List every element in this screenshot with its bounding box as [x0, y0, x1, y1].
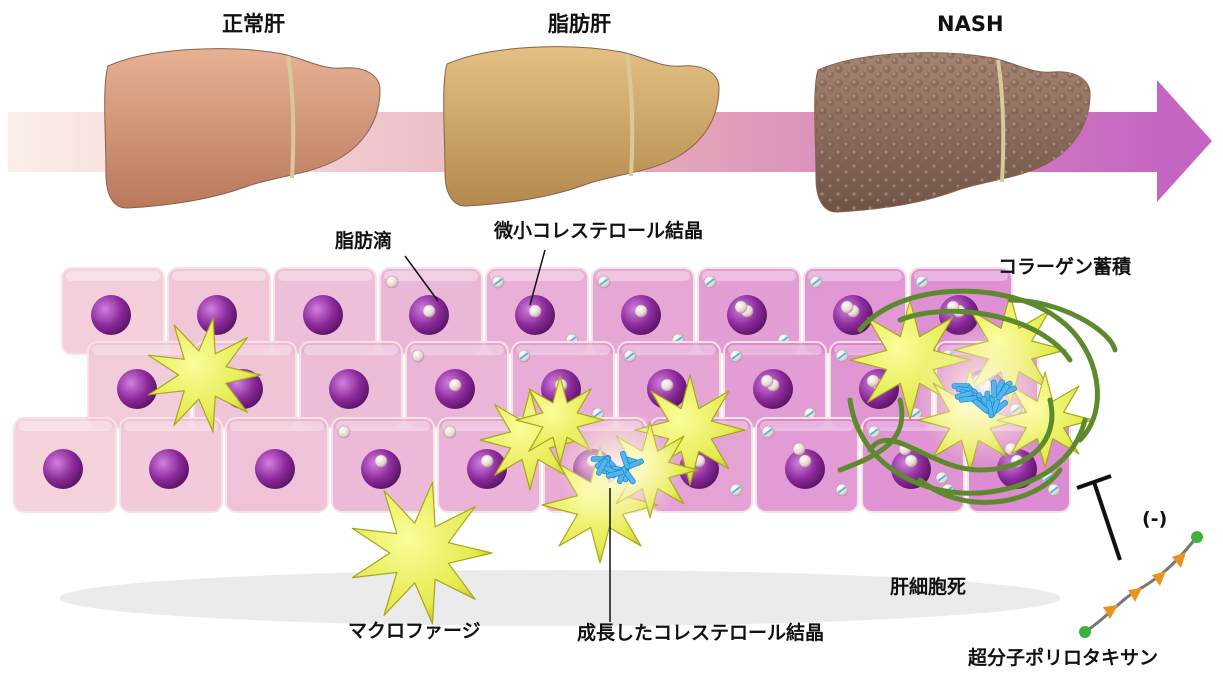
cell-highlight: [914, 271, 1008, 281]
hepatocyte: [724, 342, 826, 428]
cell-highlight: [336, 421, 430, 431]
nucleus: [303, 295, 343, 335]
hepatocyte: [14, 418, 116, 512]
liver-body: [105, 49, 380, 208]
cell-highlight: [66, 271, 160, 281]
inhibition-label: (-): [1142, 510, 1167, 529]
hepatocyte: [226, 418, 328, 512]
lipid-droplet: [841, 301, 853, 313]
stage-label-nash: NASH: [937, 14, 1004, 35]
lipid-droplet: [375, 455, 387, 467]
lipid-droplet: [338, 426, 350, 438]
cell-highlight: [384, 271, 478, 281]
lipid-droplet: [735, 301, 747, 313]
liver-nash: [815, 53, 1090, 212]
lipid-droplet: [481, 455, 493, 467]
nucleus: [43, 449, 83, 489]
lipid-droplet: [423, 305, 435, 317]
liver-fatty: [444, 47, 719, 206]
stopper-ball: [1191, 531, 1203, 543]
cell-highlight: [18, 421, 112, 431]
lipid-droplet-label: 脂肪滴: [335, 232, 392, 251]
lipid-droplet: [386, 276, 398, 288]
hepatocyte: [120, 418, 222, 512]
nucleus: [91, 295, 131, 335]
lipid-droplet: [799, 455, 811, 467]
lipid-droplet: [444, 426, 456, 438]
collagen-label: コラーゲン蓄積: [998, 258, 1131, 277]
micro-crystal-label: 微小コレステロール結晶: [494, 222, 703, 241]
lipid-droplet: [905, 455, 917, 467]
inhibition-symbol: [1077, 476, 1120, 560]
cell-highlight: [516, 345, 610, 355]
stage-label-fatty: 脂肪肝: [548, 14, 611, 35]
cell-death-label: 肝細胞死: [890, 578, 966, 597]
cholesterol-crystal: [991, 380, 997, 398]
cell-highlight: [172, 271, 266, 281]
nucleus: [329, 369, 369, 409]
nucleus: [149, 449, 189, 489]
cell-highlight: [124, 421, 218, 431]
lipid-droplet: [761, 375, 773, 387]
liver-row: [105, 47, 1090, 212]
grown-crystal-label: 成長したコレステロール結晶: [577, 624, 824, 643]
cell-highlight: [702, 271, 796, 281]
cell-highlight: [230, 421, 324, 431]
cell-highlight: [808, 271, 902, 281]
cell-highlight: [596, 271, 690, 281]
cell-highlight: [728, 345, 822, 355]
lipid-droplet: [793, 443, 805, 455]
cell-highlight: [304, 345, 398, 355]
lipid-droplet: [449, 379, 461, 391]
macrophage-label: マクロファージ: [348, 622, 481, 641]
hepatocyte: [406, 342, 508, 428]
nucleus: [255, 449, 295, 489]
liver-normal: [105, 49, 380, 208]
lipid-droplet: [529, 305, 541, 317]
liver-nodules: [815, 53, 1090, 212]
lipid-droplet: [412, 350, 424, 362]
ring-unit: [1172, 552, 1186, 568]
nucleus: [197, 295, 237, 335]
polyrotaxane-label: 超分子ポリロタキサン: [968, 649, 1158, 668]
stage-label-normal: 正常肝: [222, 14, 285, 35]
hepatocyte: [332, 418, 434, 512]
cell-highlight: [622, 345, 716, 355]
polyrotaxane-molecule: [1079, 531, 1203, 638]
lipid-droplet: [661, 379, 673, 391]
hepatocyte: [756, 418, 858, 512]
cell-highlight: [760, 421, 854, 431]
cell-highlight: [92, 345, 186, 355]
nucleus: [117, 369, 157, 409]
cell-highlight: [410, 345, 504, 355]
stopper-ball: [1079, 626, 1091, 638]
cell-highlight: [278, 271, 372, 281]
liver-body: [444, 47, 719, 206]
hepatocyte: [300, 342, 402, 428]
lipid-droplet: [635, 305, 647, 317]
